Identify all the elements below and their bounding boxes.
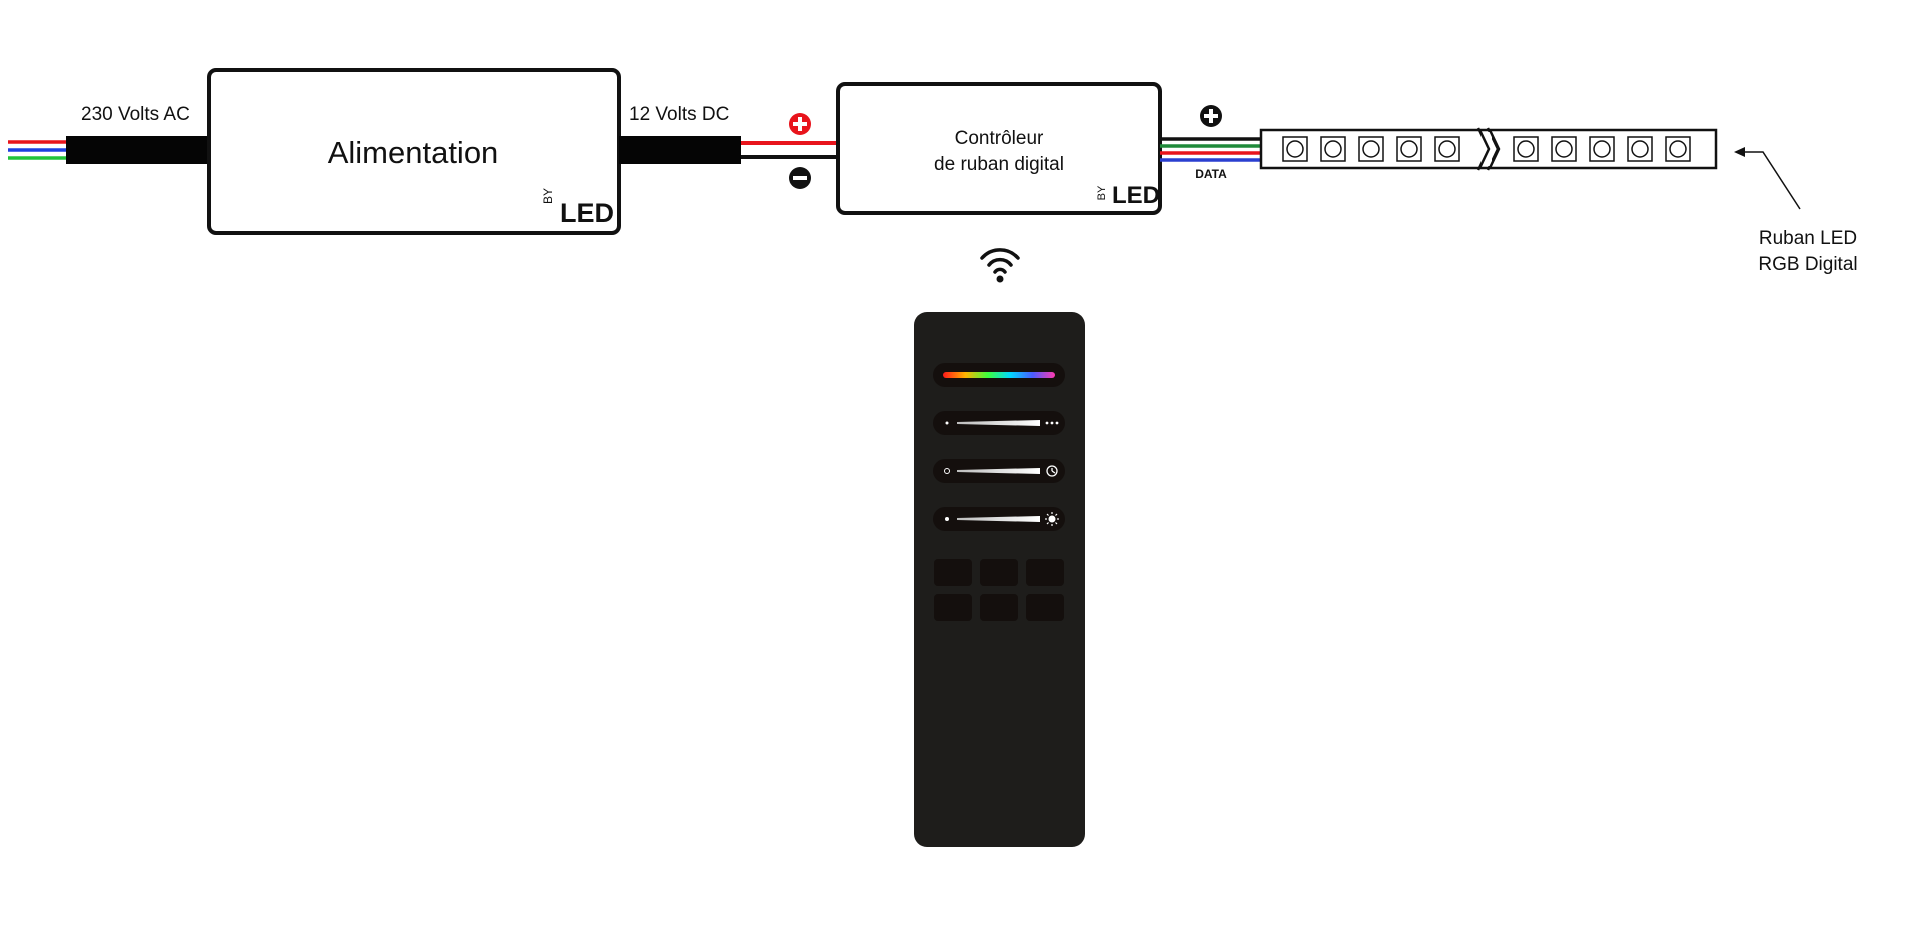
remote-button[interactable] [1026, 594, 1064, 621]
negative-icon [789, 167, 811, 189]
positive-red-icon [789, 113, 811, 135]
led-emitter [1286, 140, 1304, 158]
wifi-icon [980, 248, 1020, 283]
ac-input-wires [8, 140, 68, 160]
data-wire-label: DATA [1195, 167, 1227, 181]
output-voltage-label: 12 Volts DC [629, 104, 729, 125]
input-voltage-label: 230 Volts AC [81, 104, 190, 125]
byled-logo-psu: BY LED [541, 188, 614, 228]
ac-input-cable [66, 136, 210, 164]
byled-logo-by: BY [541, 188, 555, 204]
strip-pointer-arrow [1734, 147, 1801, 210]
controller-label-line2: de ruban digital [934, 154, 1064, 175]
strip-label-line1: Ruban LED [1759, 228, 1857, 249]
remote-button[interactable] [934, 559, 972, 586]
led-emitter [1438, 140, 1456, 158]
led-emitter [1555, 140, 1573, 158]
led-emitter [1400, 140, 1418, 158]
led-emitter [1669, 140, 1687, 158]
dc-output-cable [619, 136, 741, 164]
brightness-slider[interactable] [933, 507, 1065, 531]
led-chips [1282, 136, 1691, 162]
controller-box [836, 82, 1162, 215]
byled-logo-by: BY [1096, 185, 1108, 200]
byled-logo-led: LED [1112, 182, 1160, 209]
strip-label-line2: RGB Digital [1758, 254, 1857, 275]
remote-button[interactable] [934, 594, 972, 621]
byled-logo-controller: BY LED [1096, 182, 1160, 209]
remote-button[interactable] [1026, 559, 1064, 586]
led-emitter [1517, 140, 1535, 158]
remote-control [914, 312, 1085, 847]
color-slider[interactable] [933, 363, 1065, 387]
speed-slider[interactable] [933, 411, 1065, 435]
controller-label-line1: Contrôleur [955, 128, 1044, 149]
strip-wires [1160, 137, 1262, 162]
led-emitter [1593, 140, 1611, 158]
power-supply-label: Alimentation [328, 135, 499, 170]
mode-slider[interactable] [933, 459, 1065, 483]
positive-icon [1200, 105, 1222, 127]
remote-button[interactable] [980, 559, 1018, 586]
led-emitter [1324, 140, 1342, 158]
remote-button[interactable] [980, 594, 1018, 621]
led-emitter [1631, 140, 1649, 158]
led-emitter [1362, 140, 1380, 158]
byled-logo-led: LED [560, 198, 614, 228]
